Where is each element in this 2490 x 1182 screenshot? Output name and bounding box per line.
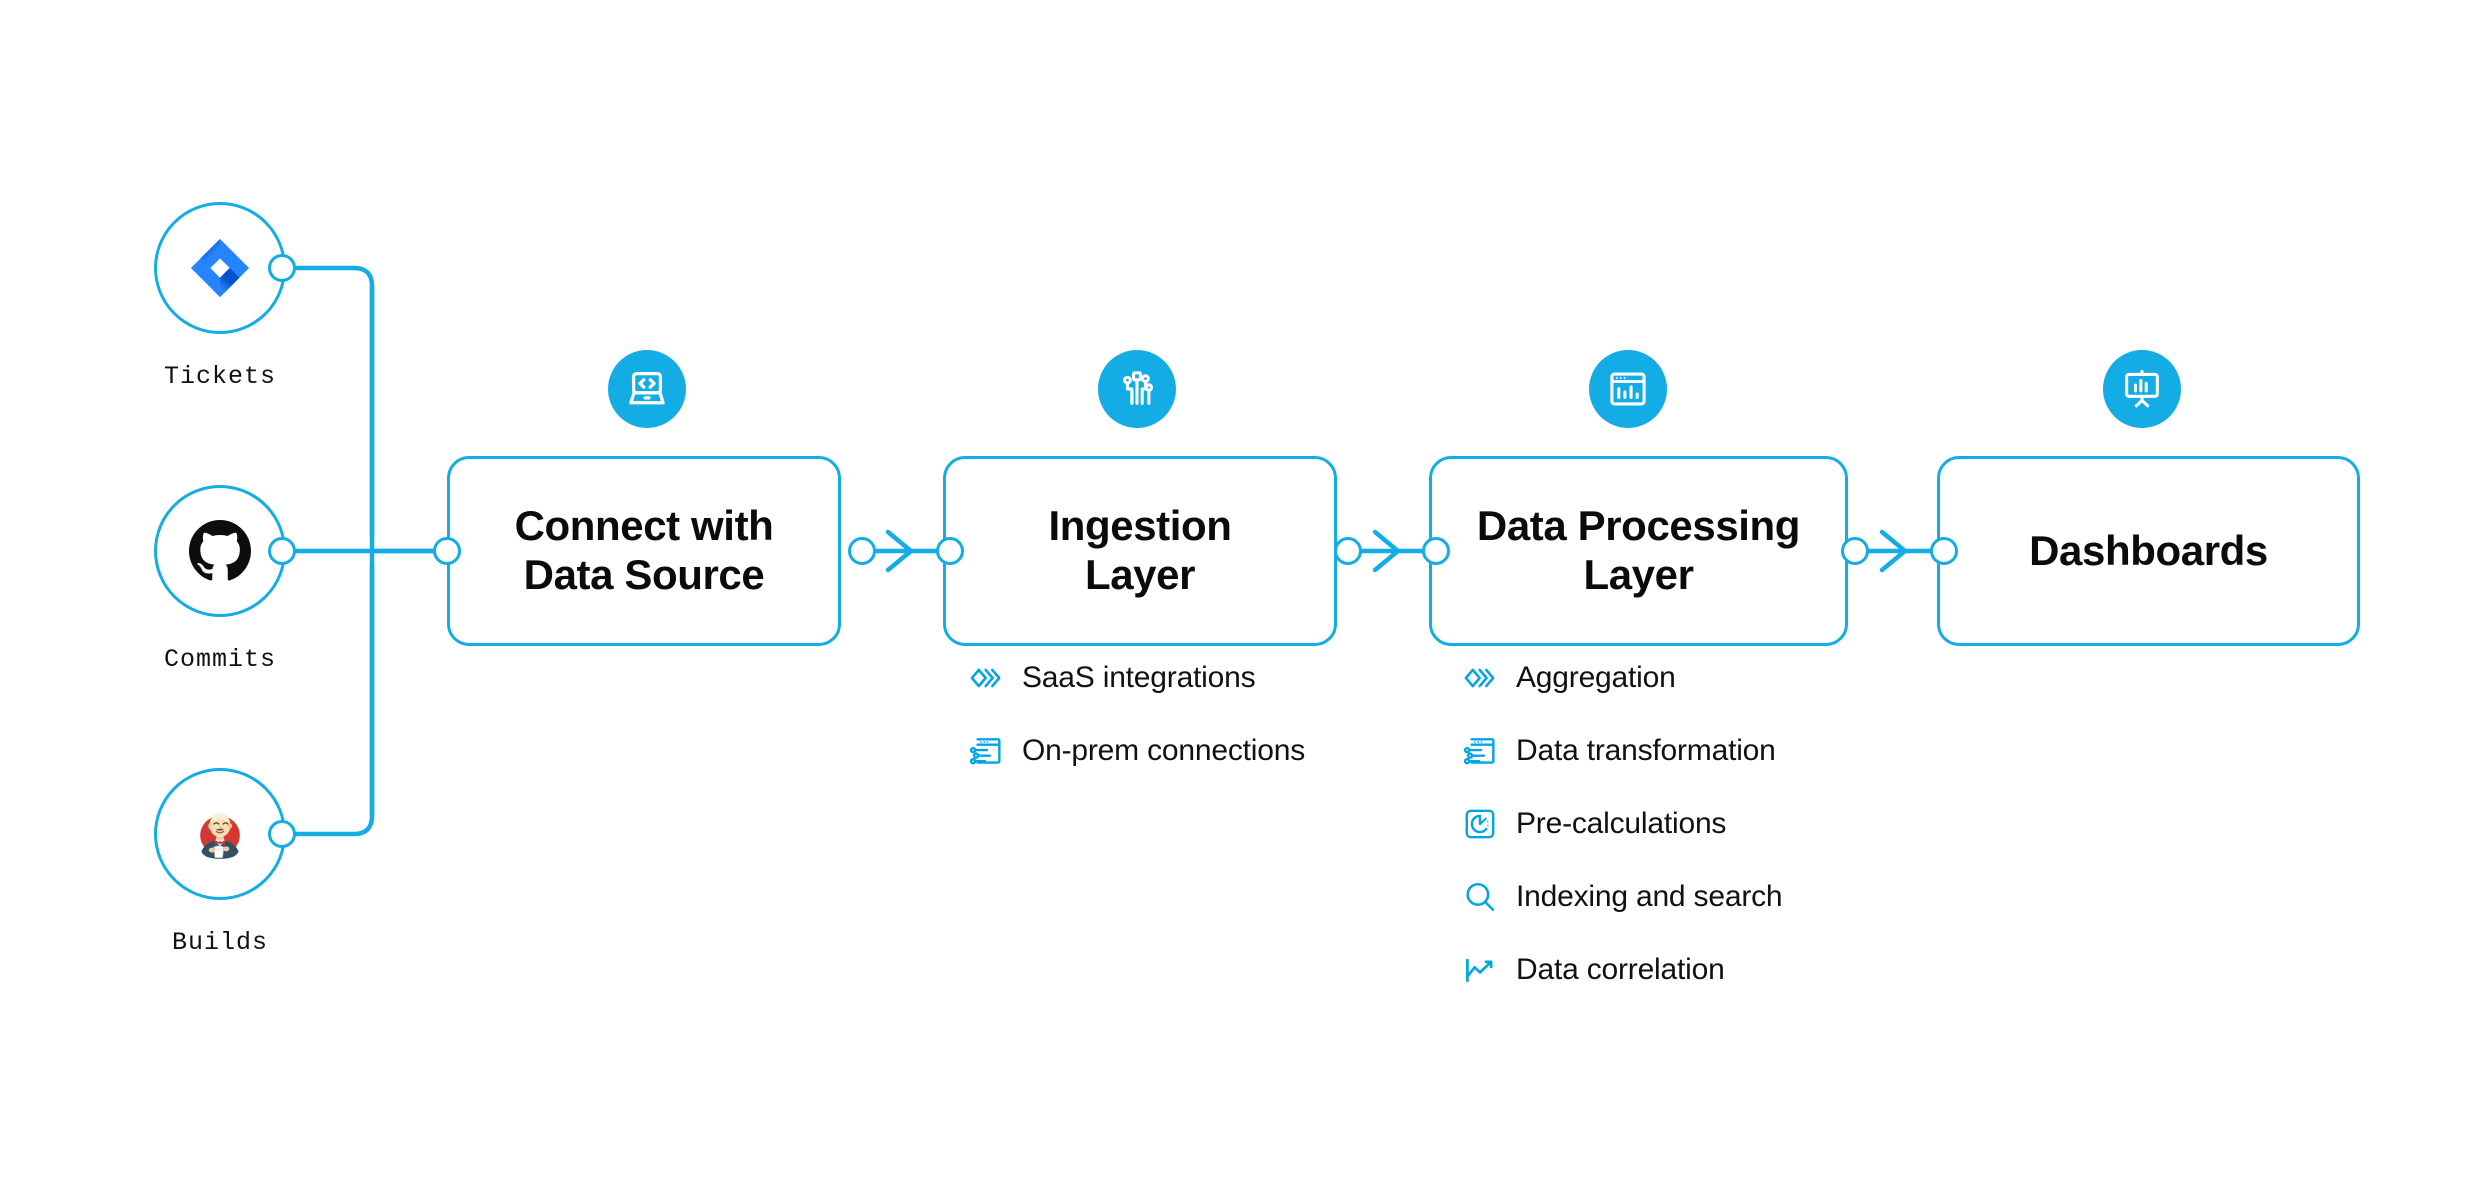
window-sliders-icon: [1462, 733, 1498, 769]
port-builds-out: [268, 820, 296, 848]
list-item-label: Data transformation: [1516, 733, 1776, 767]
source-node-tickets[interactable]: Tickets: [154, 202, 286, 391]
arrow-right-icon-3: [1879, 529, 1908, 573]
list-item-label: Aggregation: [1516, 660, 1676, 694]
port-box3-in: [1422, 537, 1450, 565]
stage-title-line2: Data Source: [523, 551, 765, 598]
stage-title-line1: Data Processing: [1476, 502, 1801, 550]
stage-badge-ingestion: [1098, 350, 1176, 428]
stage-title-line2: Layer: [1084, 551, 1196, 598]
list-item: On-prem connections: [968, 728, 1305, 773]
laptop-code-icon: [629, 372, 665, 405]
circuit-nodes-icon: [1123, 371, 1154, 405]
stage-title: Data Processing Layer: [1461, 502, 1816, 599]
stage-badge-dashboards: [2103, 350, 2181, 428]
list-item: SaaS integrations: [968, 655, 1305, 700]
gauge-square-icon: [1462, 806, 1498, 842]
port-tickets-out: [268, 254, 296, 282]
jira-logo-icon: [190, 238, 250, 298]
port-box1-in: [433, 537, 461, 565]
window-sliders-icon: [968, 733, 1004, 769]
stage-title: Ingestion Layer: [1032, 502, 1247, 599]
source-node-commits[interactable]: Commits: [154, 485, 286, 674]
wire-tickets: [285, 265, 375, 539]
stage-title-line1: Ingestion: [1048, 502, 1232, 550]
stage-badge-connect: [608, 350, 686, 428]
source-circle: [154, 485, 286, 617]
source-label: Tickets: [163, 362, 277, 391]
port-box2-out: [1334, 537, 1362, 565]
jenkins-logo-icon: [200, 813, 240, 859]
stage-box-ingestion[interactable]: Ingestion Layer: [943, 456, 1337, 646]
stacked-chevrons-icon: [968, 660, 1004, 696]
list-item-label: Indexing and search: [1516, 879, 1783, 913]
list-item-label: On-prem connections: [1022, 733, 1306, 767]
list-item: Aggregation: [1462, 655, 1782, 700]
list-item-label: SaaS integrations: [1022, 660, 1256, 694]
stage-title: Connect with Data Source: [499, 502, 790, 599]
stage-box-connect[interactable]: Connect with Data Source: [447, 456, 841, 646]
port-box1-out: [848, 537, 876, 565]
arrow-right-icon-1: [885, 529, 914, 573]
stage-title-line1: Connect with: [514, 502, 774, 550]
stage-title-line2: Layer: [1583, 551, 1694, 598]
source-circle: [154, 202, 286, 334]
magnifier-icon: [1462, 879, 1498, 915]
port-commits-out: [268, 537, 296, 565]
stage-box-dashboards[interactable]: Dashboards: [1937, 456, 2360, 646]
presentation-chart-icon: [2125, 369, 2159, 408]
source-label: Commits: [163, 645, 277, 674]
source-circle: [154, 768, 286, 900]
stacked-chevrons-icon: [1462, 660, 1498, 696]
stage-title-line1: Dashboards: [2029, 526, 2268, 574]
port-box2-in: [936, 537, 964, 565]
stage-box-processing[interactable]: Data Processing Layer: [1429, 456, 1848, 646]
port-box3-out: [1841, 537, 1869, 565]
list-item-label: Data correlation: [1516, 952, 1725, 986]
github-logo-icon: [189, 520, 251, 581]
window-barchart-icon: [1610, 372, 1646, 406]
list-item: Data correlation: [1462, 947, 1782, 992]
list-item: Pre-calculations: [1462, 801, 1782, 846]
list-item: Indexing and search: [1462, 874, 1783, 919]
list-item-label: Pre-calculations: [1516, 806, 1727, 840]
port-box4-in: [1930, 537, 1958, 565]
line-chart-icon: [1462, 952, 1498, 988]
source-label: Builds: [171, 928, 269, 957]
list-item: Data transformation: [1462, 728, 1782, 773]
stage-title: Dashboards: [2013, 527, 2284, 576]
wire-builds: [285, 563, 375, 837]
arrow-right-icon-2: [1372, 529, 1401, 573]
bullet-list-ingestion: SaaS integrations On-prem conne: [968, 655, 1305, 801]
bullet-list-processing: Aggregation Data transformation: [1462, 655, 1783, 1020]
source-node-builds[interactable]: Builds: [154, 768, 286, 957]
stage-badge-processing: [1589, 350, 1667, 428]
